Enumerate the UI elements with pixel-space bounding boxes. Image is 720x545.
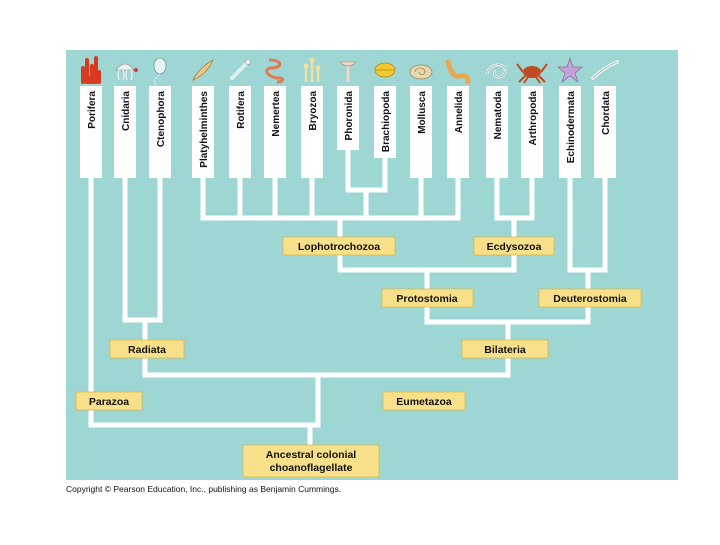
protostomia-label-box [381,288,474,308]
taxon-label: Arthropoda [528,91,539,146]
deuterostomia-label: Deuterostomia [553,293,627,305]
taxon-cnidaria: Cnidaria [114,63,138,178]
taxon-tab [229,86,251,178]
taxon-label: Mollusca [417,91,428,134]
bilateria-label: Bilateria [484,344,526,356]
branch-root-bar [88,422,321,448]
roundworm-icon [485,63,507,79]
taxon-tab [80,86,102,178]
rotifer-icon [230,59,251,80]
eumetazoa-label-box [382,391,466,411]
taxon-tab [301,86,323,178]
deuterostomia-label-box [538,288,642,308]
taxon-tab [410,86,432,178]
taxon-tab [192,86,214,178]
crab-icon [516,63,548,84]
ecdysozoa-label-box [473,236,555,256]
taxon-bryozoa: Bryozoa [301,57,323,178]
radiata-label: Radiata [128,344,166,356]
brachiopod-icon [374,62,396,78]
parazoa-label: Parazoa [89,396,129,408]
taxon-rotifera: Rotifera [229,59,251,178]
taxon-porifera: Porifera [80,56,102,178]
bryozoan-icon [303,57,321,82]
ancestor-label-line2: choanoflagellate [270,462,353,474]
lophotrochozoa-label: Lophotrochozoa [298,241,380,253]
tree-branches [88,147,608,448]
taxon-label: Nematoda [493,91,504,140]
ancestor-label-box [242,444,380,478]
comb-jelly-icon [153,57,167,87]
taxon-nemertea: Nemertea [264,58,286,178]
taxon-label: Brachiopoda [381,91,392,153]
parazoa-label-box [75,391,143,411]
taxon-echinodermata: Echinodermata [557,56,583,178]
ecdysozoa-label: Ecdysozoa [487,241,542,253]
taxon-mollusca: Mollusca [409,64,433,178]
taxon-tab [486,86,508,178]
taxon-tab [149,86,171,178]
segmented-worm-icon [445,59,471,85]
taxon-arthropoda: Arthropoda [516,63,548,178]
radiata-label-box [109,339,185,359]
taxon-tab [337,86,359,150]
jellyfish-icon [115,63,138,81]
sponge-icon [81,56,101,84]
taxon-columns: Porifera Cnidaria Ctenophora Platyhelminthe… [80,56,619,178]
flatworm-icon [192,59,214,81]
branch-eumetazoa-bar [142,372,511,428]
taxon-tab [521,86,543,178]
phoronid-icon [339,61,357,82]
taxon-label: Cnidaria [121,91,132,131]
taxon-chordata: Chordata [591,60,619,178]
taxon-tab [559,86,581,178]
lophotrochozoa-label-box [282,236,396,256]
branch-phoronida-brachiopoda-join [345,187,388,221]
copyright-notice: Copyright © Pearson Education, Inc., pub… [66,484,342,494]
protostomia-label: Protostomia [396,293,457,305]
eumetazoa-label: Eumetazoa [396,396,452,408]
taxon-label: Chordata [601,91,612,135]
taxon-label: Ctenophora [156,91,167,148]
taxon-platyhelminthes: Platyhelminthes [192,59,214,178]
taxon-annelida: Annelida [445,59,471,178]
taxon-tab [594,86,616,178]
taxon-ctenophora: Ctenophora [149,57,171,178]
clade-labels: Lophotrochozoa Ecdysozoa Protostomia Deu… [75,236,642,478]
sea-star-icon [557,56,583,83]
taxon-label: Bryozoa [308,91,319,131]
taxon-brachiopoda: Brachiopoda [374,62,396,158]
taxon-label: Rotifera [236,91,247,129]
lancelet-icon [591,60,619,80]
taxon-label: Porifera [87,91,98,129]
taxon-tab [447,86,469,178]
taxon-label: Annelida [454,91,465,134]
snail-icon [409,64,433,80]
taxon-nematoda: Nematoda [485,63,508,178]
taxon-label: Platyhelminthes [199,91,210,168]
ancestor-label-line1: Ancestral colonial [266,449,357,461]
bilateria-label-box [461,339,549,359]
taxon-phoronida: Phoronida [337,61,359,150]
taxon-label: Phoronida [344,91,355,141]
taxon-tab [114,86,136,178]
taxon-label: Nemertea [271,91,282,137]
taxon-tab [374,86,396,158]
ribbon-worm-icon [265,58,285,84]
taxon-label: Echinodermata [566,91,577,164]
taxon-tab [264,86,286,178]
